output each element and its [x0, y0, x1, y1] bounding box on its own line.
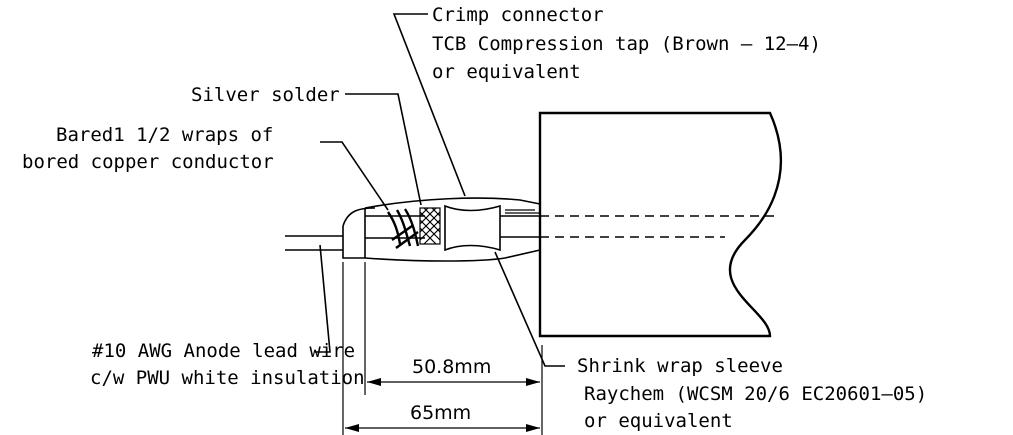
anode-lead-wire — [285, 207, 376, 259]
dimension-lines — [342, 262, 543, 435]
crimp-connector-spec: TCB Compression tap (Brown — 12—4) — [432, 33, 821, 55]
cable-body — [538, 111, 782, 338]
insulation-label: c/w PWU white insulation — [90, 367, 365, 389]
bared-wraps-label: Bared1 1/2 wraps of — [56, 124, 273, 146]
dimension-50-8mm: 50.8mm — [412, 356, 491, 378]
leader-lines — [315, 13, 565, 367]
dimension-65mm: 65mm — [410, 402, 471, 424]
crimp-connector-label: Crimp connector — [432, 4, 604, 26]
connector-assembly — [364, 197, 541, 262]
bored-conductor-label: bored copper conductor — [22, 151, 274, 173]
shrink-wrap-spec: Raychem (WCSM 20/6 EC20601—05) — [584, 383, 927, 405]
crimp-connector-equivalent: or equivalent — [432, 61, 581, 83]
shrink-wrap-equivalent: or equivalent — [584, 410, 733, 432]
silver-solder-label: Silver solder — [191, 84, 340, 106]
anode-lead-label: #10 AWG Anode lead wire — [92, 340, 355, 362]
shrink-wrap-label: Shrink wrap sleeve — [577, 355, 783, 377]
